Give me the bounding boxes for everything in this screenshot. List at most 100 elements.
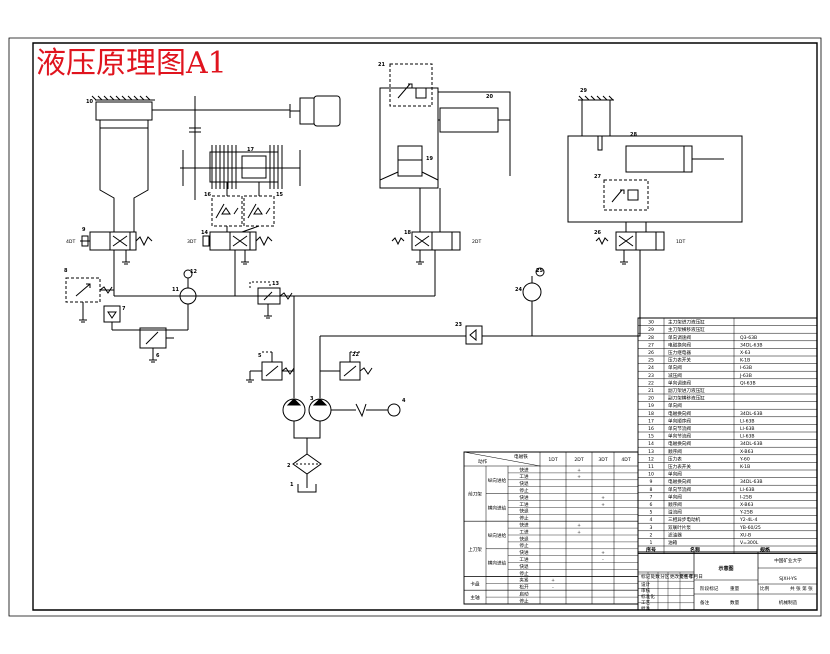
action-header-dt: 2DT	[574, 457, 583, 463]
label-14: 14	[201, 230, 208, 236]
action-row-label: 快进	[519, 466, 529, 473]
label-4: 4	[402, 398, 406, 404]
action-row-label: 快退	[519, 563, 529, 570]
bom-index: 29	[648, 327, 654, 333]
bom-spec: I-25B	[740, 494, 752, 500]
bom-index: 30	[648, 320, 654, 326]
label-19: 19	[426, 156, 433, 162]
label-26: 26	[594, 230, 601, 236]
bom-name: 单向调速阀	[668, 334, 691, 341]
bom-index: 23	[648, 373, 654, 379]
action-row-label: 停止	[519, 542, 529, 549]
action-row-label: 夹紧	[519, 577, 529, 584]
bom-name: 单向顺序阀	[668, 417, 691, 424]
bom-name: 单向节流阀	[668, 486, 691, 493]
label-2: 2	[287, 463, 291, 469]
action-row-label: 松开	[519, 584, 529, 591]
bom-spec: X-B63	[740, 449, 753, 455]
label-18: 18	[404, 230, 411, 236]
action-header-dt: 3DT	[598, 457, 607, 463]
bom-name: 顺序阀	[668, 501, 682, 508]
title-block: 示意图中国矿业大学SJXH-YS机械制造阶段标记重量比例共 张 第 张标记处数分…	[638, 552, 817, 612]
bom-index: 21	[648, 388, 654, 394]
label-10: 10	[86, 99, 93, 105]
bom-index: 15	[648, 434, 654, 440]
action-row-label: 快退	[519, 508, 529, 515]
action-row-label: 停止	[519, 515, 529, 522]
action-row-label: 快进	[519, 522, 529, 529]
action-mark: +	[601, 550, 605, 556]
action-mark: -	[602, 558, 604, 563]
bom-index: 20	[648, 396, 654, 402]
bom-name: 双联叶片泵	[668, 524, 691, 531]
bom-spec: I-63B	[740, 365, 752, 371]
bom-name: 三相异步电动机	[668, 516, 701, 523]
action-mark: +	[577, 474, 581, 480]
drawing-title: 液压原理图A1	[36, 46, 227, 81]
bom-index: 13	[648, 449, 654, 455]
bom-name: 电磁换向阀	[668, 341, 691, 348]
action-row-label: 工进	[519, 473, 529, 480]
bom-spec: QI-63B	[740, 380, 756, 386]
titleblock-school: 中国矿业大学	[774, 557, 802, 564]
bom-index: 19	[648, 403, 654, 409]
action-row-label: 快退	[519, 480, 529, 487]
bom-name: 单向阀	[668, 493, 682, 500]
bom-spec: 34DL-63B	[740, 411, 763, 417]
titleblock-signcol: 签名	[679, 573, 688, 580]
bom-name: 减压阀	[668, 372, 682, 379]
bom-index: 14	[648, 441, 654, 447]
label-20: 20	[486, 94, 493, 100]
bom-index: 7	[650, 494, 653, 500]
bom-spec: Q3-63B	[740, 335, 757, 341]
bom-index: 28	[648, 335, 654, 341]
bom-spec: 34DL-63B	[740, 479, 763, 485]
label-24: 24	[515, 287, 522, 293]
action-row-label: 停止	[519, 570, 529, 577]
bom-frame	[638, 318, 817, 554]
table-rule	[464, 452, 540, 466]
label-22: 22	[352, 352, 359, 358]
action-row-label: 工进	[519, 528, 529, 535]
action-row-label: 快退	[519, 535, 529, 542]
valve-tag-9: 4DT	[66, 239, 75, 245]
bom-name: 副刀架进刀液压缸	[668, 387, 705, 394]
bom-name: 压力表开关	[668, 463, 691, 470]
bom-name: 溢流阀	[668, 509, 682, 516]
bom-spec: Y-60	[739, 456, 750, 462]
bom-name: 单向阀	[668, 364, 682, 371]
bom-index: 11	[648, 464, 654, 470]
outer-border	[9, 38, 821, 616]
bom-index: 18	[648, 411, 654, 417]
titleblock-signrow: 审核	[641, 587, 651, 594]
titleblock-meta: 阶段标记	[700, 585, 719, 592]
bom-name: 单向节流阀	[668, 425, 691, 432]
action-row-label: 启动	[519, 591, 529, 598]
action-mark: +	[577, 467, 581, 473]
titleblock-signcol: 标记	[641, 573, 651, 580]
bom-name: 顺序阀	[668, 448, 682, 455]
bom-index: 3	[650, 525, 653, 531]
bom-index: 9	[650, 479, 653, 485]
titleblock-signrow: 设计	[641, 581, 651, 588]
bom-name: 电磁换向阀	[668, 410, 691, 417]
bom-index: 17	[648, 418, 654, 424]
label-6: 6	[156, 353, 160, 359]
action-subgroup-label: 纵向进给	[488, 477, 507, 484]
bom-index: 16	[648, 426, 654, 432]
bom-name: 压力表开关	[668, 357, 691, 364]
action-mark: -	[552, 586, 554, 591]
titleblock-meta: 比例	[760, 585, 770, 592]
action-group-label: 上刀架	[468, 546, 482, 553]
bom-spec: J-63B	[739, 373, 752, 379]
bom-name: 电磁换向阀	[668, 440, 691, 447]
label-1: 1	[290, 482, 294, 488]
bom-header-index: 序号	[645, 547, 656, 554]
action-header-dt: 1DT	[548, 457, 557, 463]
action-row-label: 工进	[519, 501, 529, 508]
titleblock-title: 示意图	[718, 565, 733, 572]
action-row-label: 快进	[519, 549, 529, 556]
action-header-dt: 4DT	[621, 457, 630, 463]
titleblock-meta: 共 张 第 张	[790, 585, 813, 592]
